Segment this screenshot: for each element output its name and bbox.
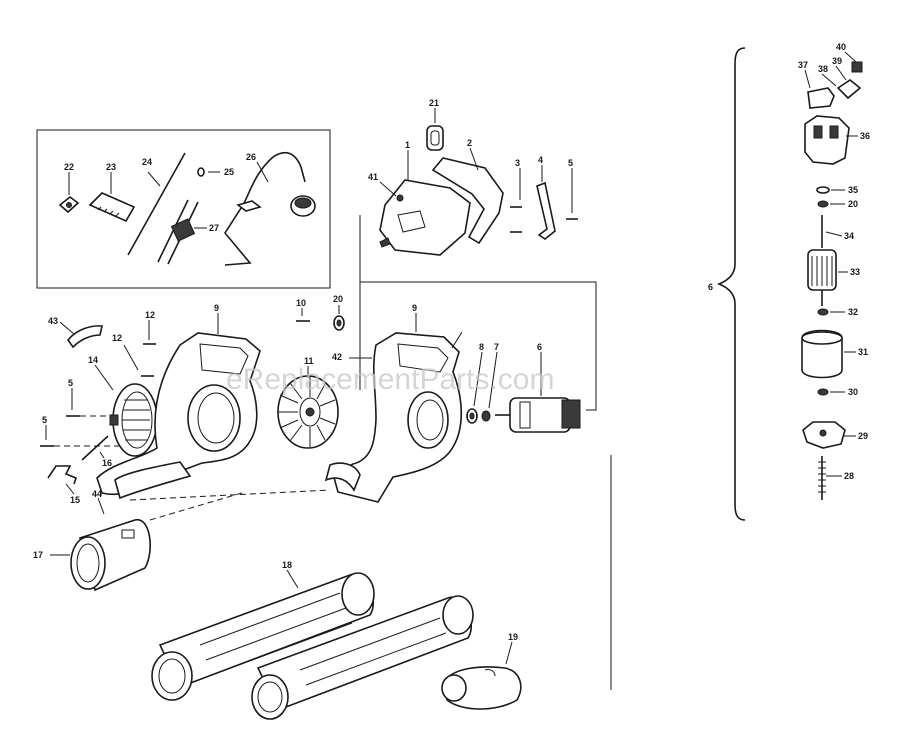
label-44: 44 (92, 489, 102, 499)
part-21-gasket (426, 108, 444, 151)
part-6-motor (495, 352, 581, 433)
part-18-tube-upper (151, 569, 375, 701)
label-9-left: 9 (214, 303, 219, 313)
label-19: 19 (508, 632, 518, 642)
part-36-end-cap (804, 115, 858, 165)
part-18-tube-lower (251, 595, 474, 720)
label-31: 31 (858, 347, 868, 357)
label-40: 40 (836, 42, 846, 52)
part-20-washer (333, 305, 345, 331)
label-10: 10 (296, 298, 306, 308)
part-4-bracket (536, 165, 556, 240)
label-29: 29 (858, 431, 868, 441)
label-38: 38 (818, 64, 828, 74)
label-35: 35 (848, 185, 858, 195)
label-22: 22 (64, 162, 74, 172)
label-7: 7 (494, 342, 499, 352)
label-5-top: 5 (568, 158, 573, 168)
label-24: 24 (142, 157, 152, 167)
part-17-adapter (50, 497, 151, 592)
label-15: 15 (70, 495, 80, 505)
label-5-mid: 5 (68, 378, 73, 388)
part-19-nozzle (441, 641, 522, 710)
part-28-screw (818, 456, 842, 500)
label-42: 42 (332, 352, 342, 362)
label-2: 2 (467, 138, 472, 148)
label-16: 16 (102, 458, 112, 468)
part-5-screws-left (40, 388, 120, 447)
label-6-brace: 6 (708, 282, 713, 292)
label-1: 1 (405, 140, 410, 150)
part-26-cord (224, 151, 316, 266)
part-30-washer (817, 388, 845, 396)
label-33: 33 (850, 267, 860, 277)
part-31-stator (801, 329, 856, 379)
part-14-grille (94, 364, 158, 457)
part-38-39-40-terminals (821, 51, 863, 100)
part-15-clip (47, 465, 77, 495)
part-5-screw-top (566, 168, 578, 220)
label-3: 3 (515, 158, 520, 168)
label-4: 4 (538, 155, 543, 165)
label-6-motor: 6 (537, 342, 542, 352)
label-14: 14 (88, 355, 98, 365)
part-32-washer (817, 308, 845, 316)
part-37-brush-holder (804, 69, 835, 109)
accessory-kit-box (36, 129, 331, 289)
label-11: 11 (304, 356, 314, 366)
part-11-fan (277, 366, 339, 449)
part-7-nut (481, 351, 498, 422)
label-17: 17 (33, 550, 43, 560)
label-9-right: 9 (412, 303, 417, 313)
label-18: 18 (282, 560, 292, 570)
part-42-link (349, 340, 372, 390)
label-25: 25 (224, 167, 234, 177)
label-34: 34 (844, 231, 854, 241)
label-27: 27 (209, 223, 219, 233)
label-21: 21 (429, 98, 439, 108)
part-20-washer-motor (817, 200, 845, 208)
part-34-shaft (821, 215, 843, 248)
label-5-low: 5 (42, 415, 47, 425)
part-3-screws (510, 168, 522, 233)
label-36: 36 (860, 131, 870, 141)
part-35-washer (816, 186, 845, 194)
part-16-pin (81, 435, 109, 461)
part-22-clip (58, 172, 80, 214)
label-23: 23 (106, 162, 116, 172)
label-43: 43 (48, 316, 58, 326)
part-9-housing-right (324, 313, 463, 503)
label-8: 8 (479, 342, 484, 352)
part-24-rod (127, 152, 186, 256)
label-41: 41 (368, 172, 378, 182)
part-8-washer (466, 351, 483, 424)
part-43-tube (59, 321, 103, 349)
part-25-ring (197, 167, 220, 177)
label-28: 28 (844, 471, 854, 481)
part-23-card (88, 172, 136, 223)
label-20-mid: 20 (333, 294, 343, 304)
label-32: 32 (848, 307, 858, 317)
label-39: 39 (832, 56, 842, 66)
part-27-clip (157, 199, 207, 265)
label-26: 26 (246, 152, 256, 162)
part-10-screw (296, 308, 310, 322)
motor-brace (716, 47, 746, 521)
label-30: 30 (848, 387, 858, 397)
part-12-screws (123, 320, 156, 377)
part-2-handle (431, 147, 504, 245)
part-1-switch-housing (379, 150, 471, 256)
label-12-a: 12 (145, 310, 155, 320)
part-33-armature (807, 249, 848, 306)
label-20-motor: 20 (848, 199, 858, 209)
part-29-end-bell (802, 421, 856, 449)
label-37: 37 (798, 60, 808, 70)
label-12-b: 12 (112, 333, 122, 343)
watermark: eReplacementParts.com (226, 363, 554, 396)
part-9-housing-left (96, 313, 261, 500)
